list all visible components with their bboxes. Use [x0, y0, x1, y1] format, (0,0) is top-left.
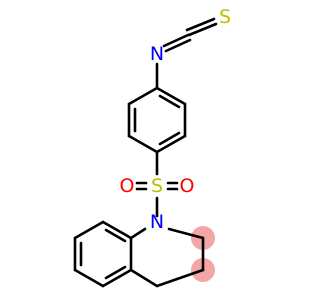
atom-label-sulfonyl-oxygen-right: O: [180, 175, 195, 197]
structure-canvas: S N S O O N: [73, 6, 231, 288]
atom-label-ring-nitrogen: N: [150, 211, 164, 233]
bond-benzo-4: [73, 268, 105, 288]
bond-n-c2: [167, 227, 205, 240]
bond-ring1-6: [127, 86, 159, 106]
bond-benzo-inner-3: [104, 265, 127, 280]
bond-n-c8a: [129, 227, 147, 240]
bond-c4-c4a: [129, 268, 159, 288]
bond-ring1-inner-2: [158, 131, 181, 146]
bond-benzo-inner-1: [104, 228, 127, 243]
atom-label-sulfonyl-sulfur: S: [151, 175, 163, 197]
bond-benzo-1: [101, 220, 133, 240]
bond-ring1-4: [127, 134, 159, 154]
bond-ring1-3: [155, 134, 187, 154]
bond-c-s-double-b: [185, 17, 216, 32]
bond-n-c-double-b: [164, 38, 192, 53]
bond-benzo-2: [73, 220, 105, 240]
bond-benzo-5: [101, 268, 133, 288]
molecule-diagram: S N S O O N: [73, 6, 231, 288]
bond-n-c-double-a: [162, 33, 190, 48]
bond-c-s-double-a: [187, 22, 218, 37]
atom-label-sulfonyl-oxygen-left: O: [120, 175, 135, 197]
bond-c3-c4: [155, 268, 205, 288]
atom-label-thiocarbonyl-sulfur: S: [219, 6, 231, 28]
bond-ring1-1: [155, 86, 187, 106]
bond-ring1-inner-1: [158, 94, 181, 109]
atom-label-isothiocyanate-nitrogen: N: [150, 43, 164, 65]
